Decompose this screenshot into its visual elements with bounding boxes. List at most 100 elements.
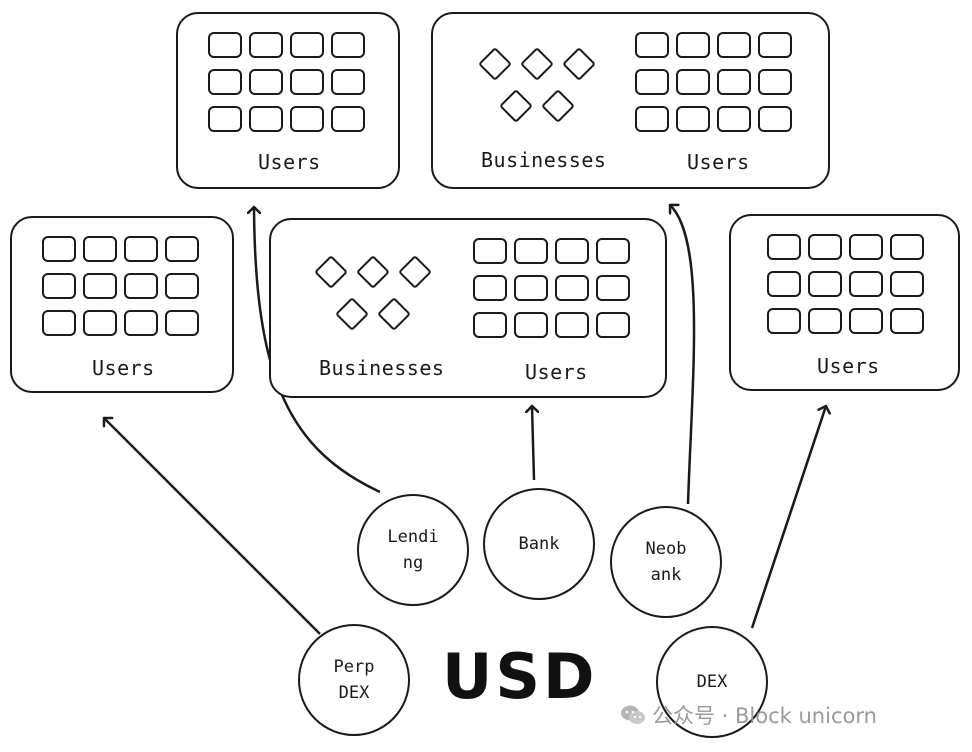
businesses-label: Businesses <box>319 356 445 380</box>
users-group-left: Users <box>10 216 234 393</box>
node-bank: Bank <box>483 488 595 600</box>
user-cell <box>635 106 669 132</box>
user-cell <box>83 236 117 262</box>
user-cell <box>83 310 117 336</box>
user-grid <box>42 236 199 336</box>
user-cell <box>767 234 801 260</box>
node-dex: DEX <box>656 626 768 738</box>
user-grid <box>208 32 365 132</box>
user-cell <box>808 308 842 334</box>
user-cell <box>331 32 365 58</box>
arrow-perpdex-to-users-left <box>104 418 321 635</box>
user-cell <box>249 106 283 132</box>
user-cell <box>758 69 792 95</box>
node-neobank-label: Neob ank <box>645 539 687 585</box>
user-grid <box>473 238 630 338</box>
user-cell <box>331 106 365 132</box>
node-perp-dex-label: Perp DEX <box>333 657 375 703</box>
user-cell <box>331 69 365 95</box>
user-cell <box>514 238 548 264</box>
user-cell <box>767 308 801 334</box>
arrow-bank-to-businesses-center <box>532 406 534 481</box>
business-diamond <box>377 297 411 331</box>
user-cell <box>596 238 630 264</box>
businesses-label: Businesses <box>481 148 607 172</box>
user-cell <box>676 106 710 132</box>
user-cell <box>83 273 117 299</box>
users-label: Users <box>817 354 880 378</box>
watermark-text: 公众号 · Block unicorn <box>652 704 877 728</box>
user-cell <box>249 32 283 58</box>
user-cell <box>208 32 242 58</box>
user-cell <box>473 238 507 264</box>
user-cell <box>290 32 324 58</box>
user-cell <box>890 271 924 297</box>
user-cell <box>555 312 589 338</box>
business-diamond <box>314 255 348 289</box>
users-group-right: Users <box>729 214 960 391</box>
user-cell <box>555 275 589 301</box>
user-cell <box>808 271 842 297</box>
user-cell <box>758 106 792 132</box>
user-cell <box>890 234 924 260</box>
users-label: Users <box>525 360 588 384</box>
users-group-top: Users <box>176 12 400 189</box>
user-cell <box>717 32 751 58</box>
user-cell <box>473 312 507 338</box>
arrow-neobank-to-businesses-top <box>670 205 696 505</box>
user-cell <box>758 32 792 58</box>
business-diamond <box>541 89 575 123</box>
business-diamond <box>478 47 512 81</box>
user-cell <box>42 273 76 299</box>
user-cell <box>635 69 669 95</box>
business-diamond <box>562 47 596 81</box>
user-cell <box>849 271 883 297</box>
user-cell <box>717 106 751 132</box>
user-cell <box>249 69 283 95</box>
user-cell <box>165 310 199 336</box>
businesses-users-group-top: Businesses Users <box>431 12 830 189</box>
user-cell <box>124 273 158 299</box>
user-cell <box>124 310 158 336</box>
user-cell <box>42 310 76 336</box>
user-cell <box>42 236 76 262</box>
user-grid <box>767 234 924 334</box>
user-cell <box>849 234 883 260</box>
users-label: Users <box>258 150 321 174</box>
user-grid <box>635 32 792 132</box>
user-cell <box>514 312 548 338</box>
user-cell <box>849 308 883 334</box>
user-cell <box>165 236 199 262</box>
arrow-dex-to-users-right <box>750 406 826 629</box>
business-diamond <box>335 297 369 331</box>
user-cell <box>635 32 669 58</box>
wechat-icon <box>621 705 645 724</box>
user-cell <box>208 106 242 132</box>
node-dex-label: DEX <box>696 672 728 692</box>
business-diamond <box>499 89 533 123</box>
user-cell <box>290 106 324 132</box>
arrow-lending-to-users-top <box>254 207 381 494</box>
user-cell <box>676 32 710 58</box>
usd-label: USD <box>442 640 598 713</box>
node-lending: Lendi ng <box>357 494 469 606</box>
node-perp-dex: Perp DEX <box>298 624 410 736</box>
business-diamond <box>520 47 554 81</box>
user-cell <box>290 69 324 95</box>
user-cell <box>596 275 630 301</box>
user-cell <box>676 69 710 95</box>
user-cell <box>808 234 842 260</box>
node-lending-label: Lendi ng <box>387 527 439 573</box>
user-cell <box>208 69 242 95</box>
business-diamond <box>356 255 390 289</box>
user-cell <box>165 273 199 299</box>
business-diamond <box>398 255 432 289</box>
user-cell <box>473 275 507 301</box>
user-cell <box>890 308 924 334</box>
user-cell <box>124 236 158 262</box>
node-neobank: Neob ank <box>610 506 722 618</box>
user-cell <box>717 69 751 95</box>
user-cell <box>596 312 630 338</box>
